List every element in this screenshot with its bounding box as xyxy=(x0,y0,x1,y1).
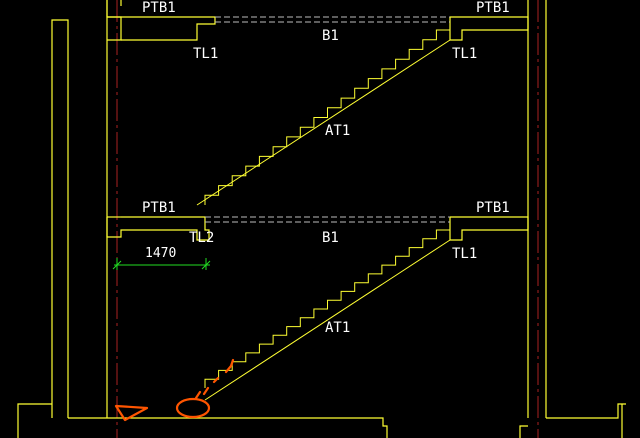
label-at-upper: AT1 xyxy=(325,123,350,139)
lower-stair-steps xyxy=(204,229,450,388)
walls xyxy=(51,0,547,418)
upper-stair-steps xyxy=(204,29,450,205)
ground-floor xyxy=(17,403,626,438)
lower-stair-soffit xyxy=(204,239,451,401)
label-ptb-mid-left: PTB1 xyxy=(142,200,176,216)
label-tl-top-left: TL1 xyxy=(193,46,218,62)
markup-annotations xyxy=(114,358,235,422)
top-beam xyxy=(215,16,450,23)
ground-line-left xyxy=(17,403,52,438)
top-slab-right xyxy=(449,16,529,41)
lower-stair xyxy=(204,229,451,401)
mid-slab-right xyxy=(449,216,529,241)
mid-slab-left-body xyxy=(106,216,210,241)
upper-stair xyxy=(196,29,451,206)
upper-stair-soffit xyxy=(196,39,451,206)
label-ptb-top-left: PTB1 xyxy=(142,0,176,16)
ground-line-main xyxy=(68,417,388,438)
dimension-tick-left xyxy=(112,260,122,270)
left-wall xyxy=(51,19,69,418)
top-slab-left-bottom xyxy=(107,16,216,41)
middle-landing-slab xyxy=(106,216,529,241)
ground-line-right xyxy=(519,425,528,438)
axis-lines xyxy=(116,0,539,438)
label-at-lower: AT1 xyxy=(325,320,350,336)
label-b-top: B1 xyxy=(322,28,339,44)
label-tl-mid-left: TL2 xyxy=(189,230,214,246)
mid-beam xyxy=(205,216,450,223)
dimension-tick-right xyxy=(201,260,211,270)
markup-triangle xyxy=(114,404,149,422)
label-tl-top-right: TL1 xyxy=(452,46,477,62)
markup-circle xyxy=(175,397,211,419)
top-slab-left xyxy=(106,0,122,41)
ground-line-far-right xyxy=(546,403,626,419)
label-ptb-top-right: PTB1 xyxy=(476,0,510,16)
dimension-text: 1470 xyxy=(145,246,176,261)
label-tl-mid-right: TL1 xyxy=(452,246,477,262)
markup-check xyxy=(194,358,235,400)
dimension-1470 xyxy=(112,258,211,270)
label-ptb-mid-right: PTB1 xyxy=(476,200,510,216)
label-b-mid: B1 xyxy=(322,230,339,246)
